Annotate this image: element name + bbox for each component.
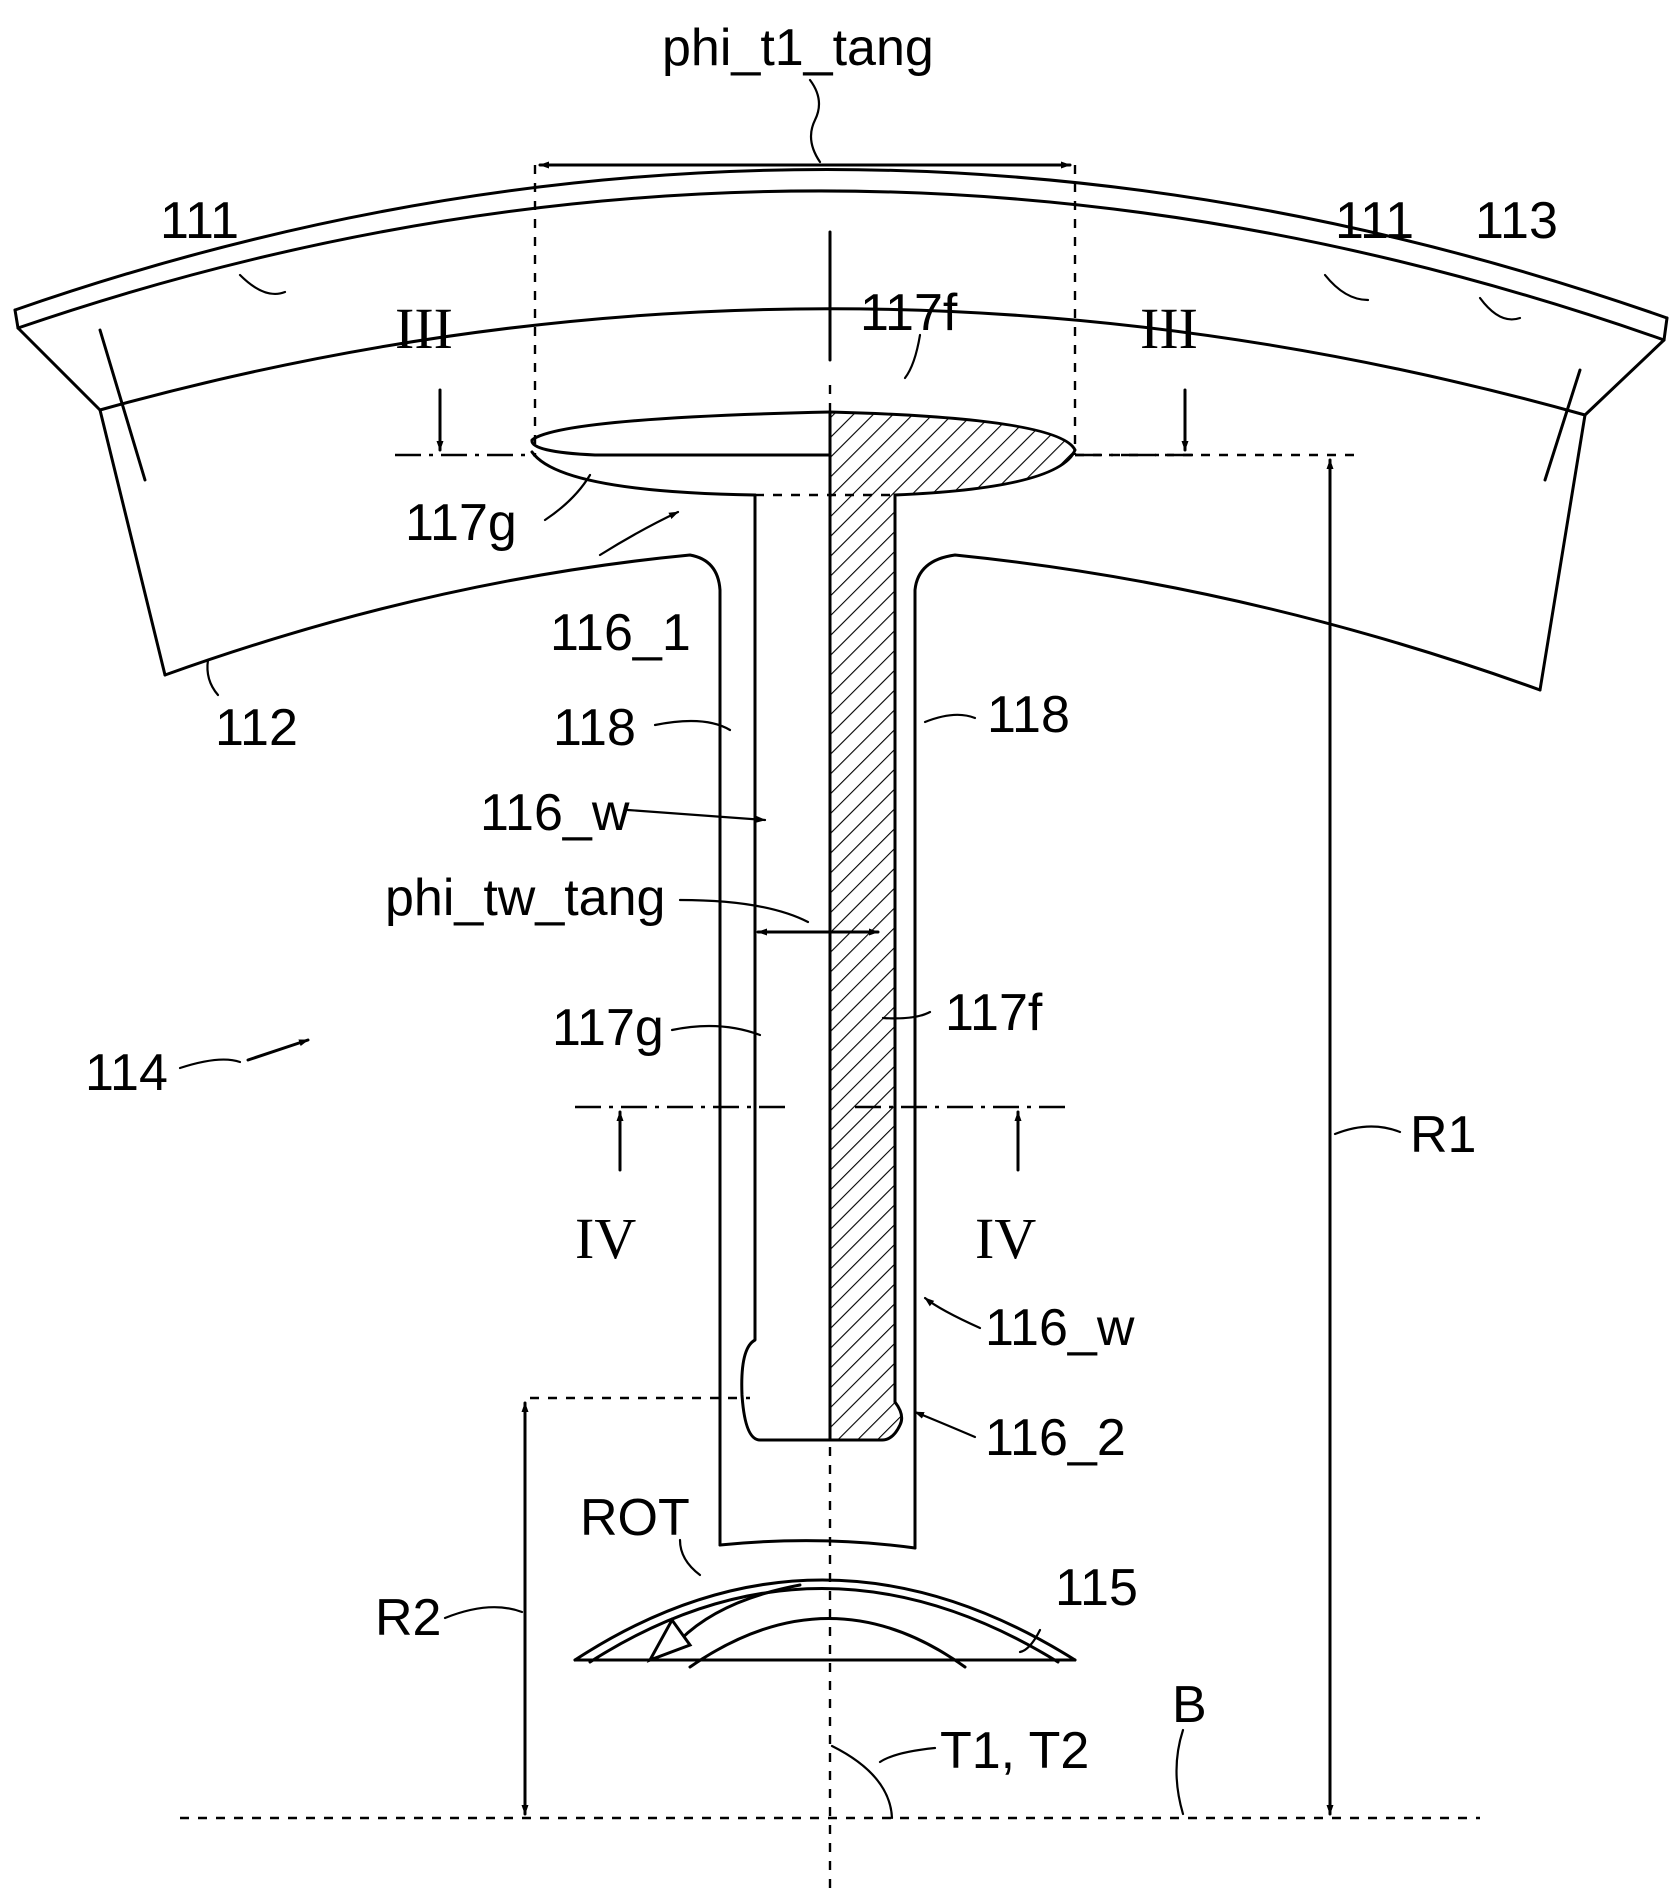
section-label-iii-right: III [1140, 296, 1198, 361]
label-t1-t2: T1, T2 [940, 1722, 1089, 1780]
label-phi-tw-tang: phi_tw_tang [385, 869, 665, 927]
label-118-right: 118 [987, 686, 1070, 744]
hub-115 [575, 1541, 1075, 1667]
reference-labels: phi_t1_tang 111 111 113 117f 117g 116_1 … [85, 19, 1558, 1780]
label-phi-t1-tang: phi_t1_tang [662, 19, 934, 77]
label-117g-mid: 117g [552, 999, 664, 1057]
label-117f-top: 117f [860, 284, 958, 342]
label-116-w-upper: 116_w [480, 784, 630, 842]
label-b: B [1172, 1676, 1207, 1734]
label-116-2: 116_2 [985, 1409, 1126, 1467]
label-115: 115 [1055, 1559, 1138, 1617]
section-label-iv-left: IV [575, 1206, 636, 1271]
label-116-1: 116_1 [550, 604, 691, 662]
section-label-iv-right: IV [975, 1206, 1036, 1271]
label-112: 112 [215, 699, 298, 757]
label-118-left: 118 [553, 699, 636, 757]
label-117g-top: 117g [405, 494, 517, 552]
label-111-right: 111 [1335, 192, 1414, 250]
section-line-iv [575, 1107, 1065, 1170]
label-114: 114 [85, 1044, 168, 1102]
label-113: 113 [1475, 192, 1558, 250]
section-label-iii-left: III [395, 296, 453, 361]
label-116-w-lower: 116_w [985, 1299, 1135, 1357]
label-rot: ROT [580, 1489, 690, 1547]
label-r2: R2 [375, 1589, 441, 1647]
label-r1: R1 [1410, 1106, 1476, 1164]
section-line-iii [395, 390, 1200, 455]
label-117f-mid: 117f [945, 984, 1043, 1042]
label-111-left: 111 [160, 192, 239, 250]
